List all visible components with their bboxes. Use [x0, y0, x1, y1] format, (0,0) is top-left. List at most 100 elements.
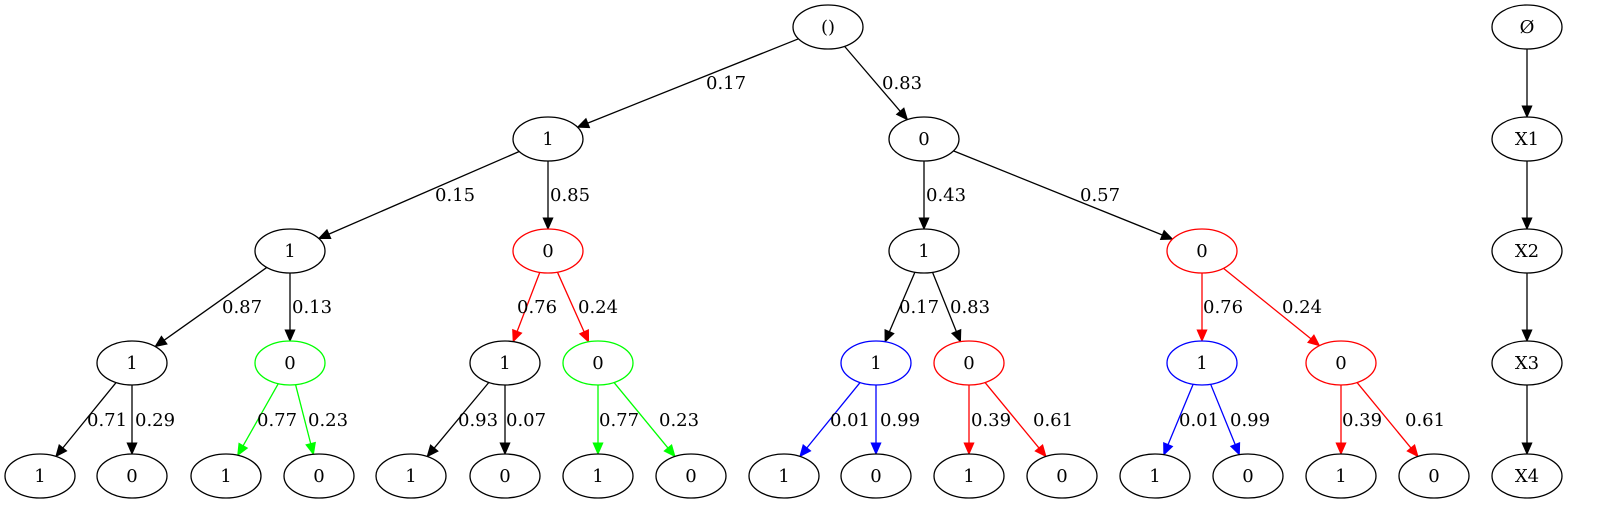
edge-arrowhead: [126, 442, 138, 456]
edge: 0.77: [592, 385, 639, 456]
edge-probability-label: 0.77: [257, 410, 297, 431]
node-ellipse: [1305, 453, 1377, 499]
edge-line: [328, 150, 520, 235]
edge-probability-label: 0.77: [599, 410, 639, 431]
node-ellipse: [96, 340, 168, 386]
node-label: X1: [1515, 129, 1539, 150]
node-ellipse: [1305, 340, 1377, 386]
edge-line: [613, 382, 669, 449]
edge-arrowhead: [284, 329, 296, 343]
edge-arrowhead: [576, 117, 591, 129]
node-label: X3: [1515, 353, 1539, 374]
node-ellipse: [888, 228, 960, 274]
edge-line: [242, 383, 279, 447]
node-ellipse: [562, 453, 634, 499]
edge-probability-label: 0.83: [950, 297, 990, 318]
node-label: 1: [778, 466, 789, 487]
edge-arrowhead: [1196, 329, 1208, 343]
edge: 0.39: [963, 385, 1011, 456]
tree-node: 0: [1398, 453, 1470, 499]
edge-probability-label: 0.76: [517, 297, 557, 318]
node-ellipse: [1491, 116, 1563, 162]
tree-node: 1: [4, 453, 76, 499]
tree-node: 0: [469, 453, 541, 499]
node-label: 0: [1242, 466, 1253, 487]
node-label: 1: [405, 466, 416, 487]
edge: 0.57: [953, 150, 1174, 240]
edge-arrowhead: [870, 442, 882, 456]
edge-probability-label: 0.13: [292, 297, 332, 318]
edge: [1521, 273, 1533, 343]
edge-line: [163, 266, 268, 341]
node-ellipse: [283, 453, 355, 499]
edge-probability-label: 0.01: [1179, 410, 1219, 431]
tree-node: 1: [375, 453, 447, 499]
node-label: 0: [1056, 466, 1067, 487]
edge-line: [953, 150, 1163, 236]
node-label: 0: [1335, 353, 1346, 374]
node-label: 1: [126, 353, 137, 374]
edge-probability-label: 0.01: [830, 410, 870, 431]
edge-line: [806, 382, 861, 449]
node-ellipse: [254, 340, 326, 386]
edge: 0.24: [556, 271, 618, 343]
node-label: 1: [1196, 353, 1207, 374]
node-ellipse: [469, 340, 541, 386]
edge-arrowhead: [1406, 444, 1419, 458]
node-ellipse: [1166, 340, 1238, 386]
node-ellipse: [792, 4, 864, 50]
node-label: 0: [1196, 241, 1207, 262]
edge-probability-label: 0.83: [882, 73, 922, 94]
tree-node: 0: [933, 340, 1005, 386]
node-label: 1: [1149, 466, 1160, 487]
edge: 0.76: [512, 272, 557, 343]
tree-node: 1: [840, 340, 912, 386]
node-label: 1: [542, 129, 553, 150]
edge-line: [433, 382, 490, 449]
edge: 0.71: [55, 382, 127, 458]
edge: 0.23: [613, 382, 699, 458]
edge-probability-label: 0.93: [458, 410, 498, 431]
edge-arrowhead: [542, 217, 554, 231]
node-label: 0: [918, 129, 929, 150]
edge-line: [1223, 267, 1312, 340]
tree-node: 1: [888, 228, 960, 274]
tree-node: 0: [562, 340, 634, 386]
node-label: X2: [1515, 241, 1539, 262]
edge: 0.23: [294, 384, 348, 456]
node-label: 1: [918, 241, 929, 262]
edge-probability-label: 0.39: [971, 410, 1011, 431]
tree-node: 0: [655, 453, 727, 499]
node-label: 1: [592, 466, 603, 487]
edge-probability-label: 0.43: [926, 185, 966, 206]
edge: [1521, 49, 1533, 119]
edge: 0.17: [576, 38, 799, 129]
edge-arrowhead: [1307, 334, 1321, 347]
edge-arrowhead: [1521, 329, 1533, 343]
tree-node: 0: [840, 453, 912, 499]
tree-node: 1: [748, 453, 820, 499]
node-label: 0: [499, 466, 510, 487]
node-ellipse: [512, 228, 584, 274]
tree-node: 1: [562, 453, 634, 499]
edge-probability-label: 0.24: [578, 297, 618, 318]
tree-node: 0: [888, 116, 960, 162]
node-label: 1: [284, 241, 295, 262]
edge-probability-label: 0.57: [1080, 185, 1120, 206]
tree-node: 1: [1305, 453, 1377, 499]
tree-node: 0: [512, 228, 584, 274]
edge-probability-label: 0.85: [550, 185, 590, 206]
edge-probability-label: 0.61: [1033, 410, 1073, 431]
edge-arrowhead: [578, 329, 590, 343]
node-label: 0: [313, 466, 324, 487]
edge-arrowhead: [1521, 442, 1533, 456]
edge-line: [1167, 384, 1194, 445]
edge: 0.17: [884, 271, 939, 343]
edge-arrowhead: [1335, 442, 1347, 456]
node-ellipse: [933, 453, 1005, 499]
edge-probability-label: 0.24: [1282, 297, 1322, 318]
tree-node: (): [792, 4, 864, 50]
node-ellipse: [1026, 453, 1098, 499]
node-ellipse: [1491, 4, 1563, 50]
